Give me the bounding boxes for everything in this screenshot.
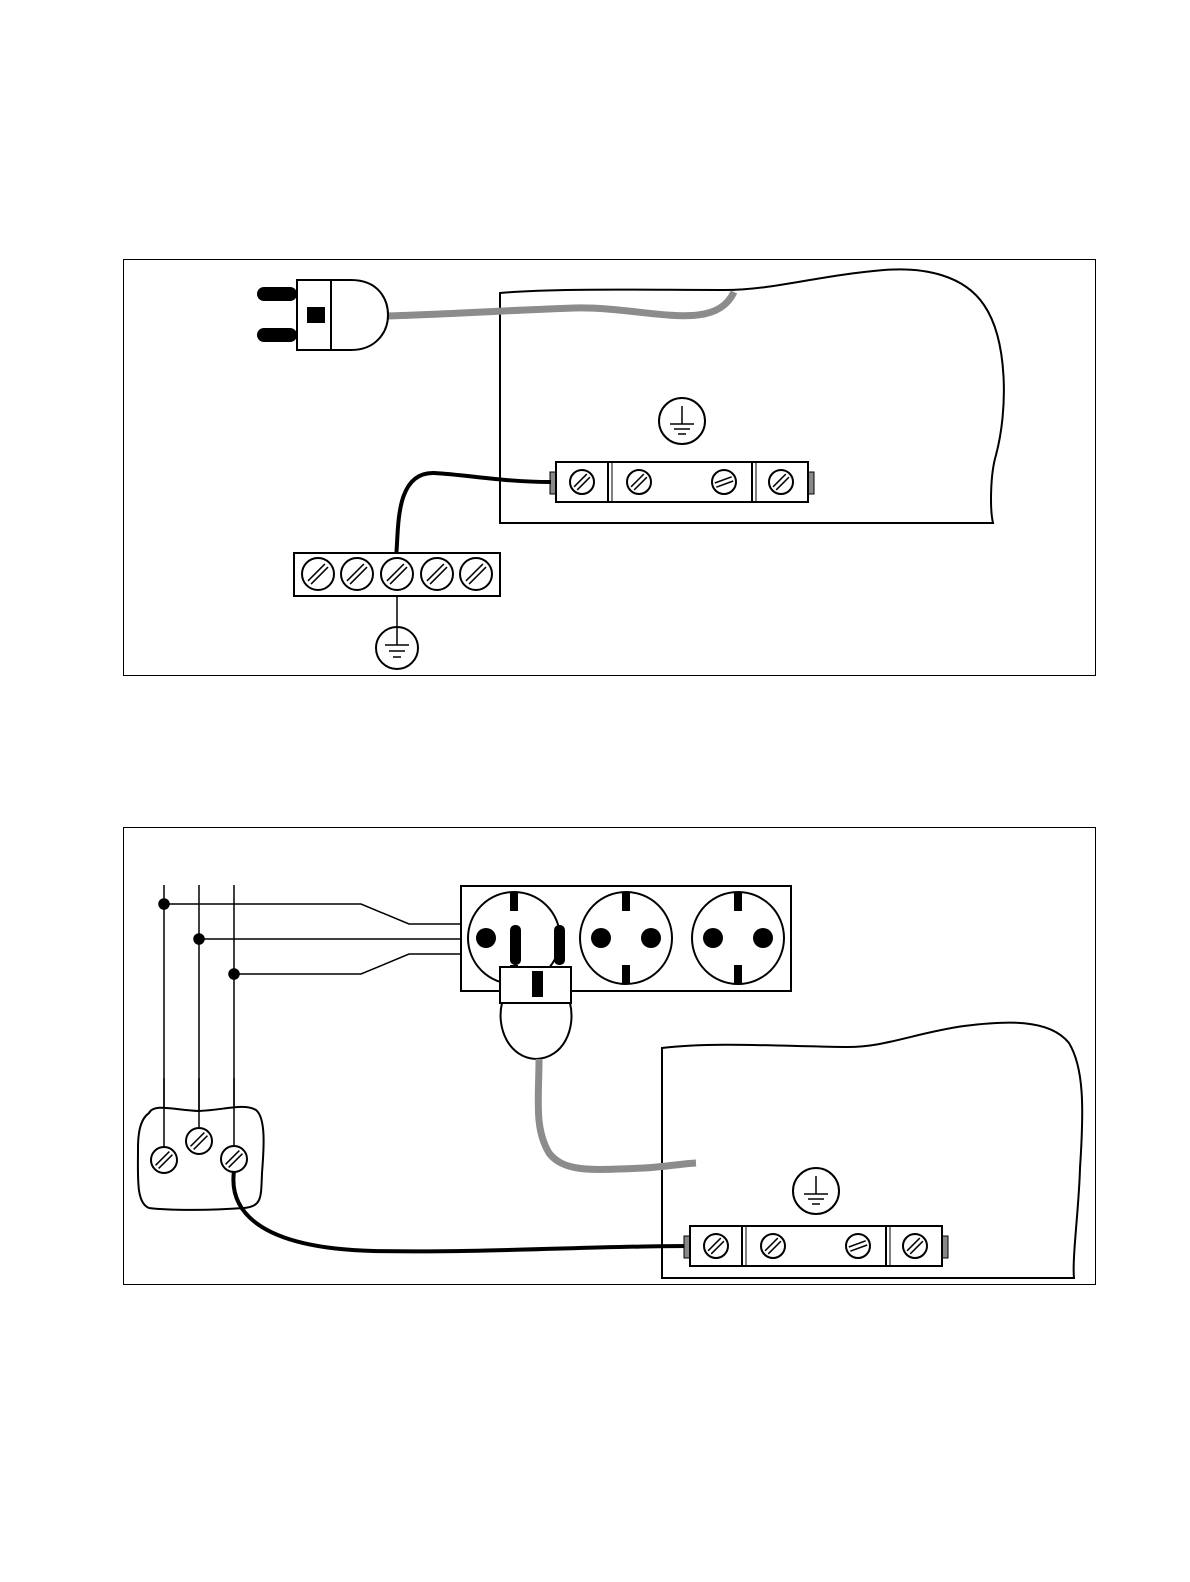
diagram-2-svg [124, 828, 1097, 1286]
five-screw-terminal-block [294, 553, 500, 596]
screw-terminal-icon [221, 1146, 247, 1172]
black-ground-wire [396, 473, 551, 558]
screw-terminal-icon [302, 558, 334, 590]
screw-terminal-icon [846, 1234, 870, 1258]
screw-terminal-icon [341, 558, 373, 590]
screw-terminal-icon [769, 470, 793, 494]
screw-terminal-icon [704, 1234, 728, 1258]
diagram-panel-2 [123, 827, 1096, 1285]
screw-terminal-icon [627, 470, 651, 494]
screw-terminal-icon [421, 558, 453, 590]
plug-icon [257, 280, 388, 350]
diagram-1-svg [124, 260, 1097, 677]
screw-terminal-icon [712, 470, 736, 494]
black-ground-wire [233, 1171, 690, 1251]
screw-terminal-icon [186, 1128, 212, 1154]
gray-power-cable [538, 1059, 696, 1169]
protective-earth-icon [793, 1168, 839, 1214]
device-ground-terminal-strip [684, 1226, 948, 1266]
gray-power-cable [386, 292, 734, 316]
screw-terminal-icon [761, 1234, 785, 1258]
diagram-panel-1 [123, 259, 1096, 676]
schuko-socket-icon [692, 892, 784, 984]
three-phase-supply-lines [159, 885, 461, 1138]
screw-terminal-icon [381, 558, 413, 590]
screw-terminal-icon [903, 1234, 927, 1258]
schuko-socket-icon [580, 892, 672, 984]
screw-terminal-icon [151, 1147, 177, 1173]
device-ground-terminal-strip [550, 462, 814, 502]
protective-earth-icon [659, 398, 705, 444]
screw-terminal-icon [460, 558, 492, 590]
earth-ground-icon [376, 627, 418, 669]
screw-terminal-icon [570, 470, 594, 494]
